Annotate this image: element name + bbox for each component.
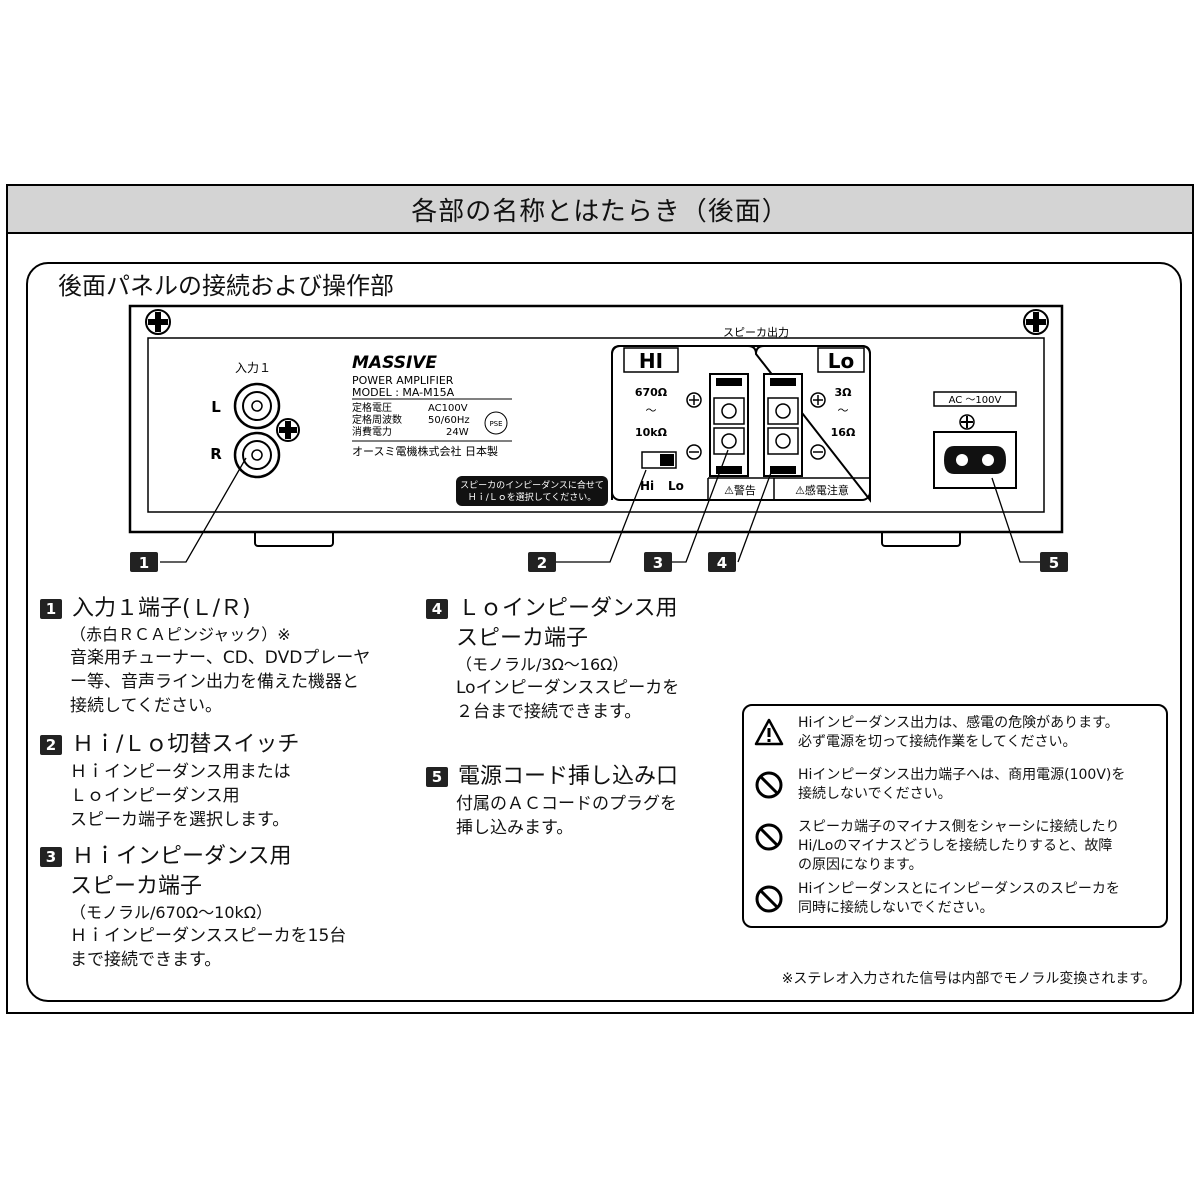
- section-title: 後面パネルの接続および操作部: [52, 266, 400, 301]
- document-frame: 各部の名称とはたらき（後面）: [6, 184, 1194, 1014]
- prohibition-item: Hiインピーダンス出力端子へは、商用電源(100V)を接続しないでください。: [754, 766, 1125, 804]
- warning-box: Hiインピーダンス出力は、感電の危険があります。必ず電源を切って接続作業をしてく…: [742, 704, 1168, 928]
- warning-triangle-icon: [754, 718, 784, 746]
- prohibited-icon: [755, 771, 783, 799]
- warning-item: Hiインピーダンス出力は、感電の危険があります。必ず電源を切って接続作業をしてく…: [754, 714, 1119, 752]
- page-title: 各部の名称とはたらき（後面）: [8, 186, 1192, 234]
- prohibition-item: Hiインピーダンスとにインピーダンスのスピーカを同時に接続しないでください。: [754, 880, 1120, 918]
- footnote: ※ステレオ入力された信号は内部でモノラル変換されます。: [781, 971, 1156, 987]
- prohibited-icon: [755, 823, 783, 851]
- rear-panel-section: [26, 262, 1182, 1002]
- prohibited-icon: [755, 885, 783, 913]
